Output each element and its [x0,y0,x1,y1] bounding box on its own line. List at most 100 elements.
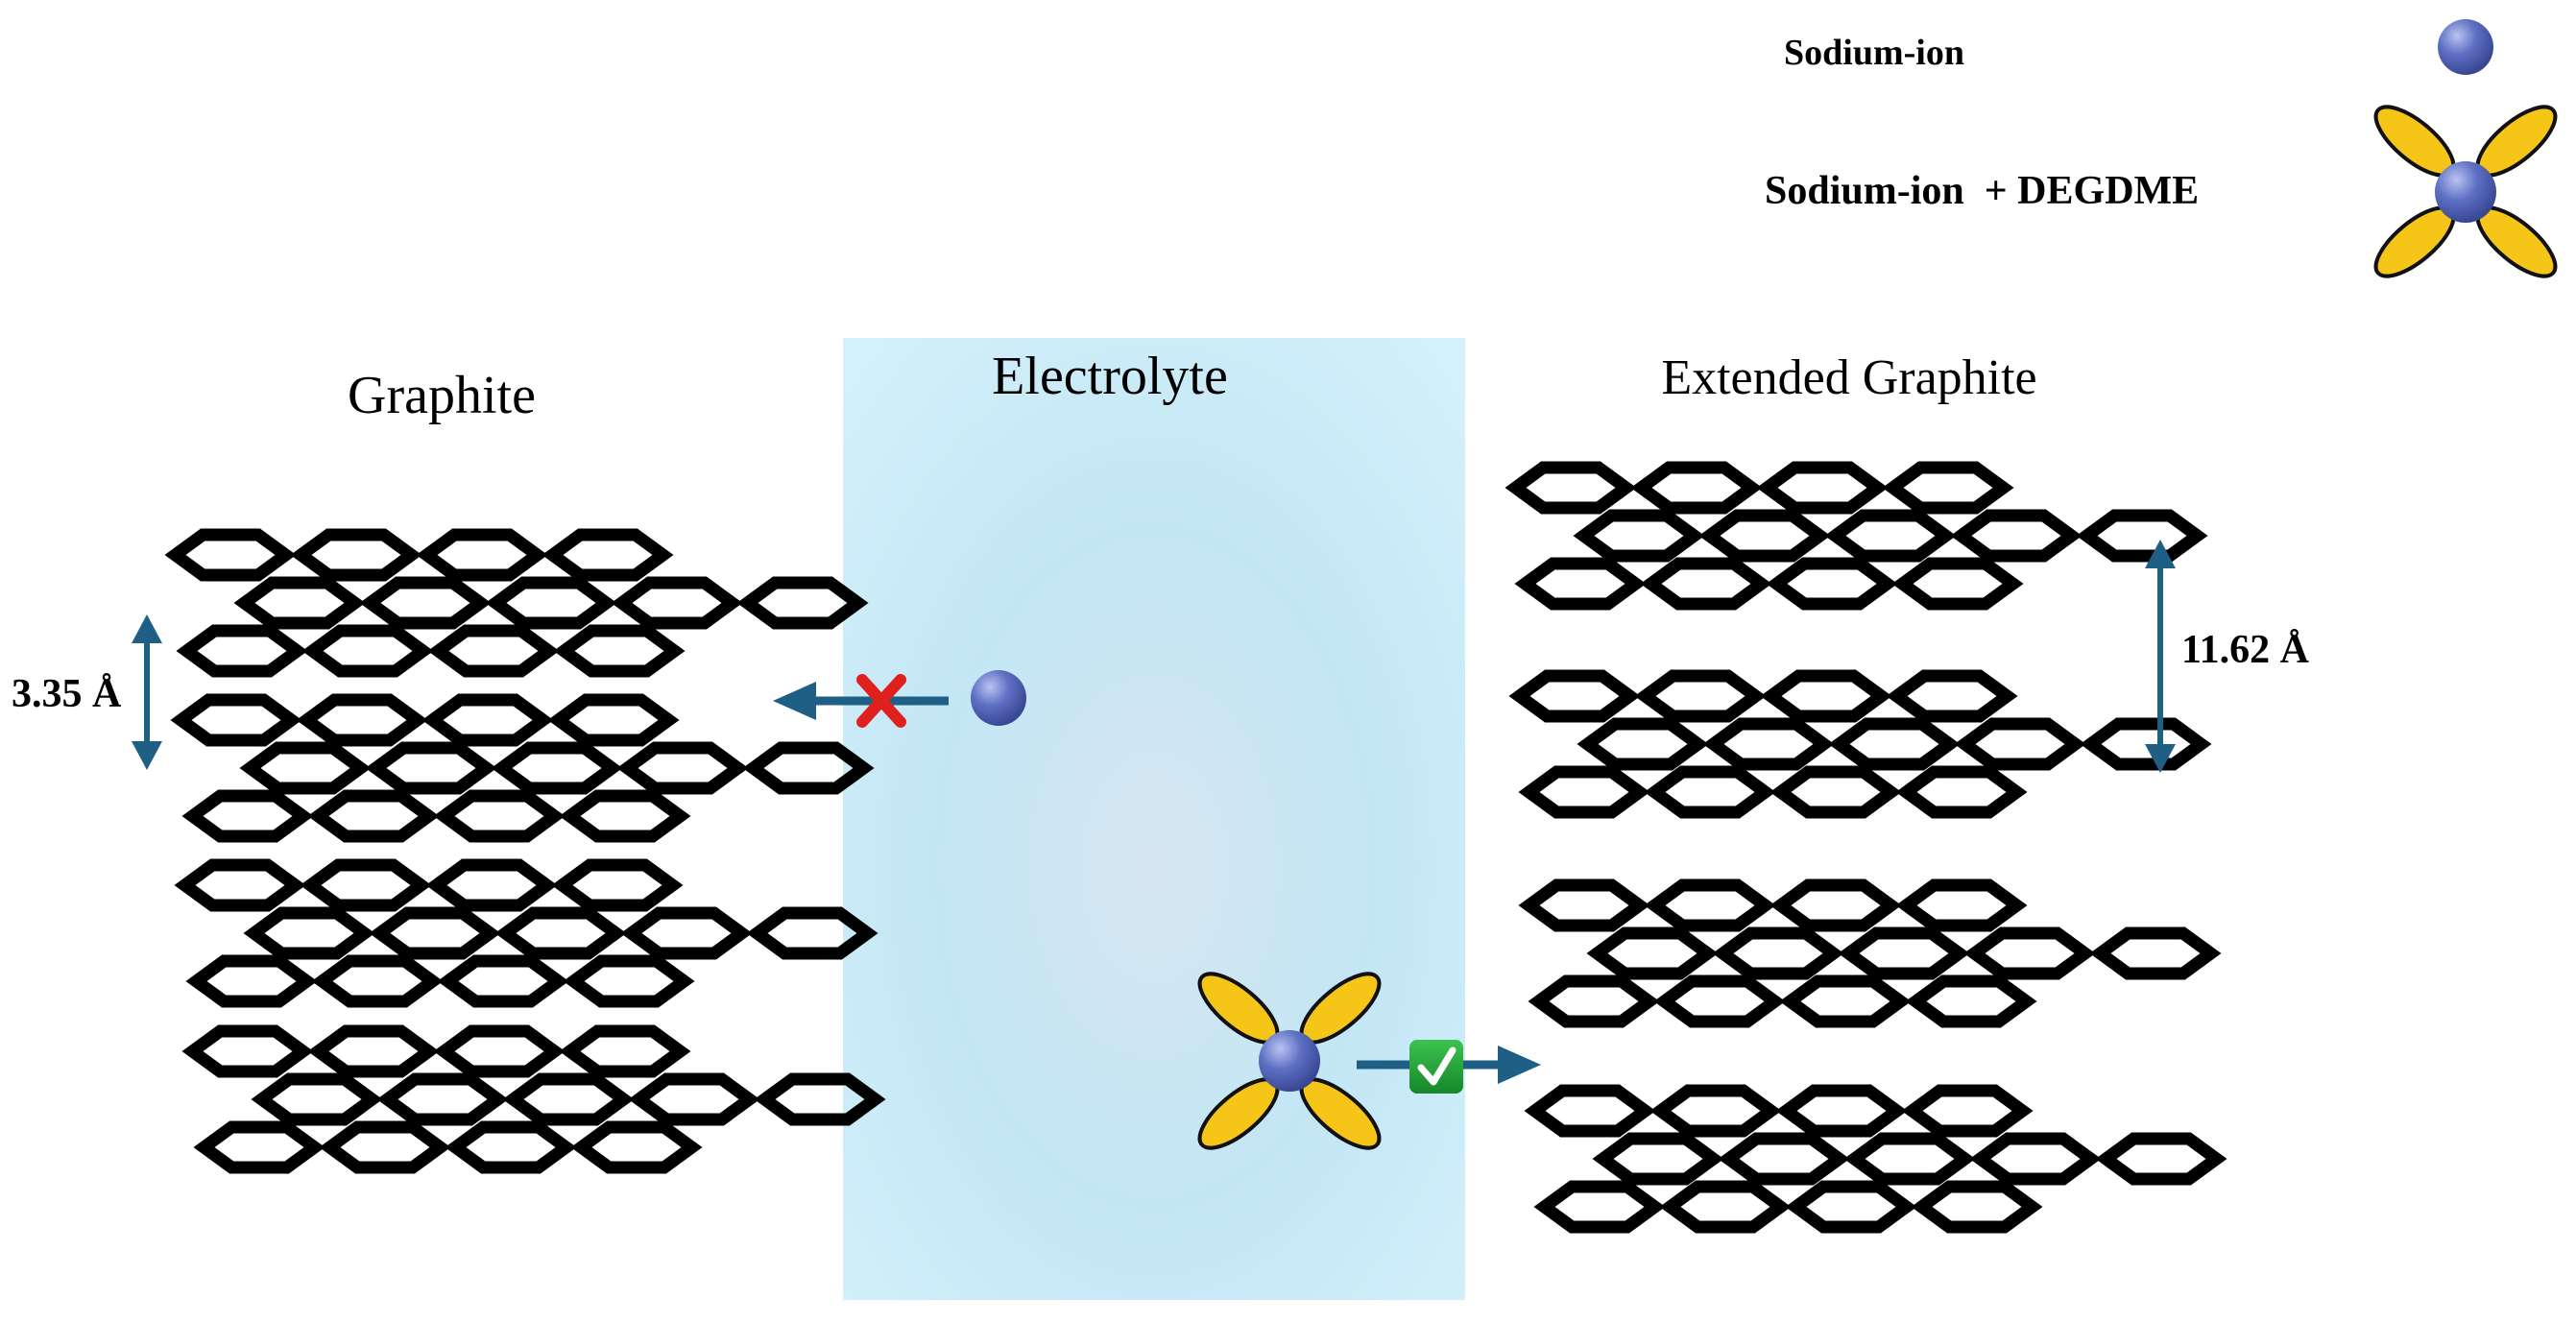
hexagon-ring [502,1072,635,1126]
hexagon-ring [1954,717,2086,771]
hexagon-ring [742,741,875,795]
extended-graphene-sheet-3 [1518,878,2222,1028]
hexagon-ring [311,954,444,1008]
check-icon [1409,1040,1463,1094]
hexagon-ring [1518,765,1650,819]
hexagon-ring [369,906,501,960]
hexagon-ring [1698,509,1831,563]
hexagon-ring [1640,557,1772,611]
hexagon-ring [563,954,695,1008]
hexagon-ring [1769,878,1902,932]
hexagon-ring [1508,669,1641,723]
hexagon-ring [1775,1084,1908,1138]
hexagon-ring [290,528,422,582]
hexagon-ring [542,528,674,582]
hexagon-ring [1577,717,1709,771]
hexagon-ring [1891,557,2024,611]
hexagon-ring [1649,1084,1782,1138]
hexagon-ring [746,906,879,960]
hexagon-ring [1779,974,1912,1028]
extended-graphene-sheet-2 [1508,669,2212,819]
legend-sodium-ion-degdme-label: Sodium-ion + DEGDME [1765,169,2199,213]
hexagon-ring [1592,1132,1724,1186]
hexagon-ring [1911,1180,2043,1234]
hexagon-ring [359,576,492,630]
hexagon-ring [251,1072,383,1126]
hexagon-ring [1718,1132,1850,1186]
hexagon-ring [437,954,569,1008]
hexagon-ring [485,576,617,630]
graphene-sheet-4 [181,1024,886,1174]
hexagon-ring [307,789,440,843]
hexagon-ring [301,624,434,678]
hexagon-ring [233,576,366,630]
hexagon-ring [570,1120,703,1174]
cross-icon [856,674,906,728]
extended-graphite-title: Extended Graphite [1661,350,2036,405]
electrolyte-region [843,338,1465,1300]
graphite-title: Graphite [348,366,536,425]
solvated-sodium-ion [1197,972,1382,1150]
hexagon-ring [176,624,308,678]
hexagon-ring [559,1024,691,1078]
hexagon-ring [1586,926,1719,980]
hexagon-ring [427,624,560,678]
hexagon-ring [1838,926,1970,980]
hexagon-ring [1573,509,1705,563]
hexagon-ring [1882,461,2014,515]
hexagon-ring [1895,878,2028,932]
hexagon-ring [170,693,302,747]
hexagon-ring [494,906,627,960]
hexagon-ring [1528,974,1660,1028]
hexagon-ring [628,1072,760,1126]
extended-graphene-sheet-4 [1524,1084,2227,1234]
hexagon-ring [2080,717,2212,771]
hexagon-ring [2089,926,2222,980]
hexagon-ring [1533,1180,1666,1234]
legend-sodium-ion-label: Sodium-ion [1784,33,1964,73]
hexagon-ring [416,528,548,582]
graphite-stack [164,528,886,1174]
hexagon-ring [296,693,428,747]
hexagon-ring [620,906,753,960]
hexagon-ring [1514,557,1647,611]
hexagon-ring [2076,509,2208,563]
hexagon-ring [547,693,680,747]
hexagon-ring [1824,509,1957,563]
hexagon-ring [1969,1132,2102,1186]
hexagon-ring [611,576,743,630]
hexagon-ring [1769,765,1902,819]
hexagon-ring [239,741,372,795]
hexagon-ring [559,789,691,843]
extended-graphene-sheet-1 [1505,461,2208,611]
hexagon-ring [1644,878,1776,932]
hexagon-ring [754,1072,886,1126]
hexagon-ring [1828,717,1961,771]
hexagon-ring [365,741,497,795]
hexagon-ring [1518,878,1650,932]
hexagon-ring [164,528,297,582]
hexagon-ring [193,1120,325,1174]
hexagon-ring [376,1072,509,1126]
hexagon-ring [1505,461,1637,515]
hexagon-ring [1766,557,1898,611]
hexagon-ring [445,1120,577,1174]
hexagon-ring [736,576,869,630]
electrolyte-title: Electrolyte [992,347,1228,406]
extended-spacing-label: 11.62 Å [2181,628,2310,672]
graphite-spacing-arrow [132,614,162,770]
hexagon-ring [1644,765,1776,819]
hexagon-ring [1702,717,1835,771]
sodium-ion [971,670,1026,726]
hexagon-ring [307,1024,440,1078]
hexagon-ring [300,858,432,912]
hexagon-ring [433,789,566,843]
extended-graphite-stack [1505,461,2227,1234]
hexagon-ring [551,858,684,912]
hexagon-ring [433,1024,566,1078]
hexagon-ring [1886,669,2018,723]
hexagon-ring [185,954,318,1008]
hexagon-ring [319,1120,451,1174]
hexagon-ring [1950,509,2082,563]
hexagon-ring [1524,1084,1656,1138]
